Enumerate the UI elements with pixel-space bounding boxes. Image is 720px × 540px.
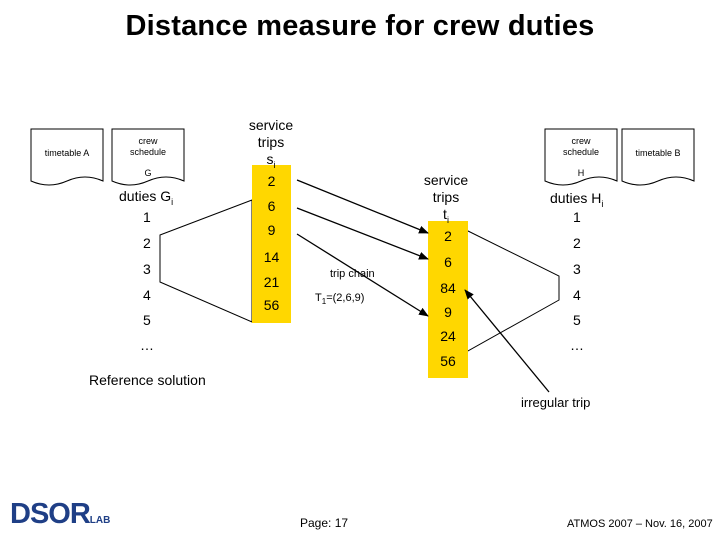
- left-duty-number: 5: [143, 312, 151, 328]
- schedule-id-g: G: [144, 168, 152, 178]
- left-trip: 56: [263, 297, 280, 313]
- left-duties-sub: i: [171, 196, 174, 207]
- irregular-trip-label: irregular trip: [521, 395, 591, 410]
- page-number: Page: 17: [300, 516, 349, 530]
- document-shape: [544, 128, 618, 186]
- left-trip: 14: [263, 249, 280, 265]
- crew-schedule-g-document: crew schedule G: [111, 128, 185, 186]
- timetable-b-document: timetable B: [621, 128, 695, 186]
- left-duty-number: 3: [143, 261, 151, 277]
- left-service-trips-label: service trips si: [243, 117, 299, 174]
- left-duties-label: duties Gi: [119, 188, 173, 207]
- timetable-a-document: timetable A: [30, 128, 104, 186]
- trip-chain-prefix: T: [315, 292, 322, 304]
- trip-chain-rest: =(2,6,9): [326, 292, 365, 304]
- timetable-b-label: timetable B: [635, 148, 681, 158]
- left-duties-text: duties G: [119, 188, 172, 204]
- right-service-trips-label: service trips ti: [418, 172, 474, 229]
- right-duty-number: 2: [573, 235, 581, 251]
- trip-chain-sub: 1: [321, 297, 327, 307]
- dsor-lab-logo: DSORLAB: [10, 498, 110, 531]
- left-trip: 2: [267, 173, 276, 189]
- right-duty-number: 5: [573, 312, 581, 328]
- left-duty-ellipsis: …: [140, 337, 154, 353]
- right-duty-number: 3: [573, 261, 581, 277]
- crew-schedule-h-document: crew schedule H: [544, 128, 618, 186]
- irregular-trip-arrow: [464, 289, 550, 393]
- left-service-trips-sub: i: [273, 159, 276, 170]
- page-title: Distance measure for crew duties: [125, 10, 595, 42]
- right-duty-mapping-shape: [465, 229, 560, 353]
- right-trips-box: [428, 221, 468, 378]
- right-duties-sub: i: [601, 198, 604, 209]
- document-shape: [111, 128, 185, 186]
- schedule-id-h: H: [577, 168, 585, 178]
- left-duty-mapping-shape: [159, 199, 253, 323]
- document-shape: [621, 128, 695, 186]
- timetable-a-label: timetable A: [44, 148, 90, 158]
- reference-solution-label: Reference solution: [89, 372, 206, 388]
- right-duties-text: duties H: [550, 190, 602, 206]
- right-duty-number: 1: [573, 209, 581, 225]
- left-trip: 9: [267, 222, 276, 238]
- logo-suffix: LAB: [89, 515, 111, 526]
- crew-schedule-label: crew schedule: [562, 136, 600, 157]
- left-trips-box: [252, 165, 291, 323]
- left-trip: 21: [263, 274, 280, 290]
- right-trip: 56: [440, 353, 456, 369]
- chain-arrow-9: [296, 233, 429, 317]
- right-service-trips-sub: i: [446, 214, 449, 225]
- document-shape: [30, 128, 104, 186]
- right-duty-ellipsis: …: [570, 337, 584, 353]
- left-duty-number: 4: [143, 287, 151, 303]
- chain-arrow-2: [296, 179, 429, 234]
- logo-text: DSOR: [10, 498, 91, 530]
- left-duty-number: 1: [143, 209, 151, 225]
- event-footer: ATMOS 2007 – Nov. 16, 2007: [567, 518, 713, 530]
- right-duties-label: duties Hi: [550, 190, 603, 209]
- right-trip: 84: [440, 280, 456, 296]
- right-trip: 6: [444, 254, 452, 270]
- left-duty-number: 2: [143, 235, 151, 251]
- right-service-trips-text: service trips t: [423, 172, 469, 222]
- right-trip: 24: [440, 328, 456, 344]
- left-trip: 6: [267, 198, 276, 214]
- chain-arrow-6: [296, 207, 429, 260]
- right-trip: 9: [444, 304, 452, 320]
- left-service-trips-text: service trips s: [248, 117, 294, 167]
- right-duty-number: 4: [573, 287, 581, 303]
- trip-chain-formula: T1=(2,6,9): [315, 292, 364, 306]
- crew-schedule-label: crew schedule: [129, 136, 167, 157]
- right-trip: 2: [444, 228, 452, 244]
- trip-chain-label: trip chain: [330, 268, 375, 280]
